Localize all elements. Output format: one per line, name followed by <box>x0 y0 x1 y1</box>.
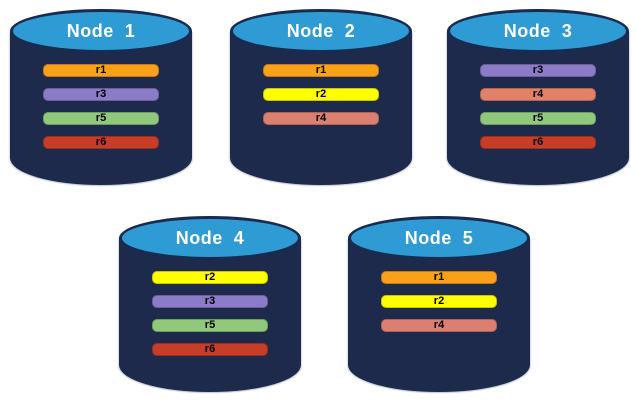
node-2-cylinder-top: Node 2 <box>230 9 412 53</box>
node-3-label: Node 3 <box>503 20 573 41</box>
node-1-label: Node 1 <box>66 20 136 41</box>
node-3-replica-r6: r6 <box>480 136 596 149</box>
node-4-label: Node 4 <box>175 227 245 248</box>
node-1-replica-r5: r5 <box>43 112 159 125</box>
node-1-cylinder-top: Node 1 <box>10 9 192 53</box>
node-1-cylinder-body <box>10 31 192 185</box>
node-5-replica-r1: r1 <box>381 271 497 284</box>
node-5-replica-r2: r2 <box>381 295 497 308</box>
node-2-replica-r4: r4 <box>263 112 379 125</box>
node-3: Node 3 r3 r4 r5 r6 <box>447 9 629 185</box>
node-3-cylinder-body <box>447 31 629 185</box>
node-5-cylinder-body <box>348 238 530 392</box>
node-1-replica-r6: r6 <box>43 136 159 149</box>
node-4-replica-r6: r6 <box>152 343 268 356</box>
node-5-cylinder-top: Node 5 <box>348 216 530 260</box>
node-4: Node 4 r2 r3 r5 r6 <box>119 216 301 392</box>
node-3-replica-r4: r4 <box>480 88 596 101</box>
node-1-replica-r3: r3 <box>43 88 159 101</box>
node-5-label: Node 5 <box>404 227 474 248</box>
node-3-replica-r5: r5 <box>480 112 596 125</box>
node-4-cylinder-body <box>119 238 301 392</box>
node-4-replica-r2: r2 <box>152 271 268 284</box>
node-2-label: Node 2 <box>286 20 356 41</box>
node-2-replica-r1: r1 <box>263 64 379 77</box>
node-2-cylinder-body <box>230 31 412 185</box>
node-3-cylinder-top: Node 3 <box>447 9 629 53</box>
node-4-cylinder-top: Node 4 <box>119 216 301 260</box>
node-2: Node 2 r1 r2 r4 <box>230 9 412 185</box>
node-1: Node 1 r1 r3 r5 r6 <box>10 9 192 185</box>
node-1-replica-r1: r1 <box>43 64 159 77</box>
node-5-replica-r4: r4 <box>381 319 497 332</box>
node-5: Node 5 r1 r2 r4 <box>348 216 530 392</box>
node-4-replica-r5: r5 <box>152 319 268 332</box>
node-3-replica-r3: r3 <box>480 64 596 77</box>
node-4-replica-r3: r3 <box>152 295 268 308</box>
node-2-replica-r2: r2 <box>263 88 379 101</box>
